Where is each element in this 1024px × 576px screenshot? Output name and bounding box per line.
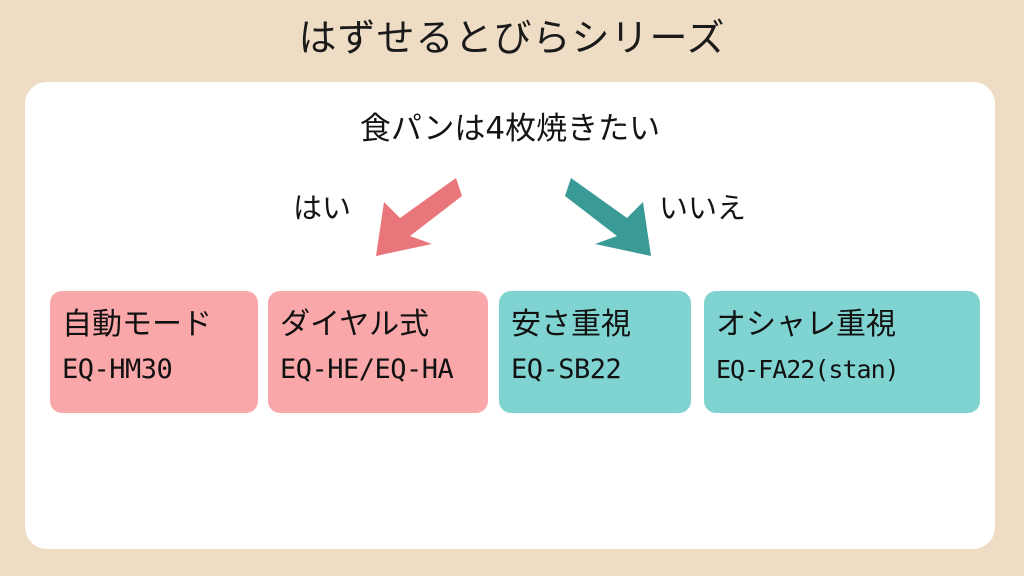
option-title: 安さ重視	[511, 307, 631, 342]
option-model: EQ-FA22(stan)	[716, 355, 900, 384]
option-title: オシャレ重視	[716, 307, 896, 342]
option-model: EQ-SB22	[511, 354, 622, 385]
option-box[interactable]: 安さ重視 EQ-SB22	[499, 291, 691, 413]
arrow-down-right-icon	[565, 174, 657, 260]
decision-question: 食パンは4枚焼きたい	[359, 111, 661, 147]
option-box[interactable]: ダイヤル式 EQ-HE/EQ-HA	[268, 291, 488, 413]
branch-label-no: いいえ	[659, 191, 747, 225]
option-model: EQ-HM30	[62, 354, 173, 385]
content-card: 食パンは4枚焼きたい はい いいえ 自動モード EQ-HM30 ダイヤル式 EQ…	[25, 82, 995, 549]
option-title: 自動モード	[62, 307, 212, 342]
option-model: EQ-HE/EQ-HA	[280, 354, 454, 385]
option-box[interactable]: 自動モード EQ-HM30	[50, 291, 258, 413]
option-box-group: 自動モード EQ-HM30 ダイヤル式 EQ-HE/EQ-HA 安さ重視 EQ-…	[50, 291, 980, 413]
arrow-down-left-icon	[370, 174, 462, 260]
option-box[interactable]: オシャレ重視 EQ-FA22(stan)	[704, 291, 980, 413]
branch-label-yes: はい	[293, 191, 352, 225]
page-title: はずせるとびらシリーズ	[298, 16, 726, 60]
option-title: ダイヤル式	[280, 307, 430, 342]
